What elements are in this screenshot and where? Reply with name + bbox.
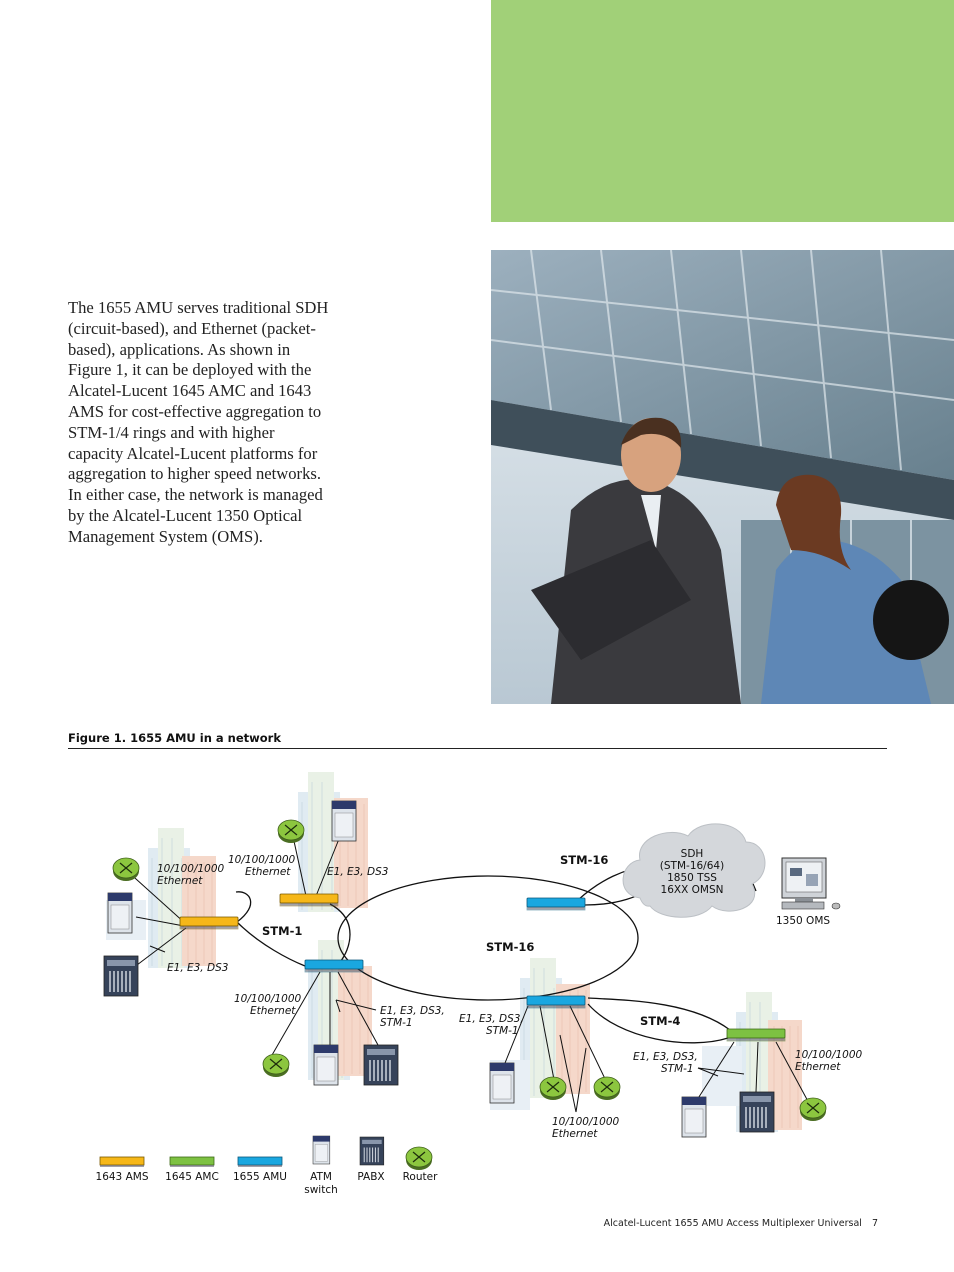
router-icon bbox=[112, 857, 140, 882]
label-stm-4: STM-4 bbox=[640, 1014, 680, 1028]
green-header-block bbox=[491, 0, 954, 222]
atm-switch-icon bbox=[489, 1062, 515, 1104]
node-1655-amu bbox=[526, 897, 586, 911]
svg-text:Router: Router bbox=[403, 1171, 438, 1183]
atm-switch-icon bbox=[313, 1044, 339, 1086]
label-e1-e3-ds3: E1, E3, DS3 bbox=[167, 962, 228, 974]
label-e1-e3-ds3-stm1: E1, E3, DS3,STM-1 bbox=[633, 1051, 698, 1075]
router-icon bbox=[539, 1076, 567, 1101]
label-e1-e3-ds3-stm1: E1, E3, DS3,STM-1 bbox=[380, 1005, 445, 1029]
svg-text:1645 AMC: 1645 AMC bbox=[165, 1171, 219, 1183]
pabx-icon bbox=[739, 1091, 775, 1133]
legend-router: Router bbox=[403, 1146, 438, 1183]
router-icon bbox=[593, 1076, 621, 1101]
atm-switch-icon bbox=[681, 1096, 707, 1138]
router-icon bbox=[799, 1097, 827, 1122]
node-1643-ams bbox=[179, 916, 239, 930]
label-stm-1: STM-1 bbox=[262, 924, 302, 938]
node-1655-amu bbox=[304, 959, 364, 973]
pabx-icon bbox=[363, 1044, 399, 1086]
node-1643-ams bbox=[279, 893, 339, 907]
body-paragraph: The 1655 AMU serves traditional SDH (cir… bbox=[68, 298, 329, 546]
node-1655-amu bbox=[526, 995, 586, 1009]
router-icon bbox=[262, 1053, 290, 1078]
page-footer: Alcatel-Lucent 1655 AMU Access Multiplex… bbox=[604, 1218, 878, 1229]
svg-text:PABX: PABX bbox=[357, 1171, 384, 1183]
page-number: 7 bbox=[871, 1218, 878, 1229]
label-stm-16: STM-16 bbox=[486, 940, 534, 954]
atm-switch-icon bbox=[107, 892, 133, 934]
label-stm-16: STM-16 bbox=[560, 853, 608, 867]
legend-1643-ams: 1643 AMS bbox=[96, 1156, 149, 1183]
svg-text:1643 AMS: 1643 AMS bbox=[96, 1171, 149, 1183]
label-1350-oms: 1350 OMS bbox=[776, 915, 830, 927]
router-icon bbox=[277, 819, 305, 844]
svg-text:1655 AMU: 1655 AMU bbox=[233, 1171, 287, 1183]
label-e1-e3-ds3-stm1: E1, E3, DS3,STM-1 bbox=[459, 1013, 524, 1037]
label-e1-e3-ds3: E1, E3, DS3 bbox=[327, 866, 388, 878]
legend-1655-amu: 1655 AMU bbox=[233, 1156, 287, 1183]
footer-title: Alcatel-Lucent 1655 AMU Access Multiplex… bbox=[603, 1218, 862, 1229]
figure-caption: Figure 1. 1655 AMU in a network bbox=[68, 731, 887, 749]
sdh-cloud bbox=[622, 823, 766, 918]
oms-workstation-icon bbox=[781, 857, 841, 910]
legend-pabx: PABX bbox=[357, 1136, 385, 1183]
pabx-icon bbox=[103, 955, 139, 997]
atm-switch-icon bbox=[331, 800, 357, 842]
node-1645-amc bbox=[726, 1028, 786, 1042]
business-people-photo bbox=[491, 250, 954, 704]
legend-1645-amc: 1645 AMC bbox=[165, 1156, 219, 1183]
